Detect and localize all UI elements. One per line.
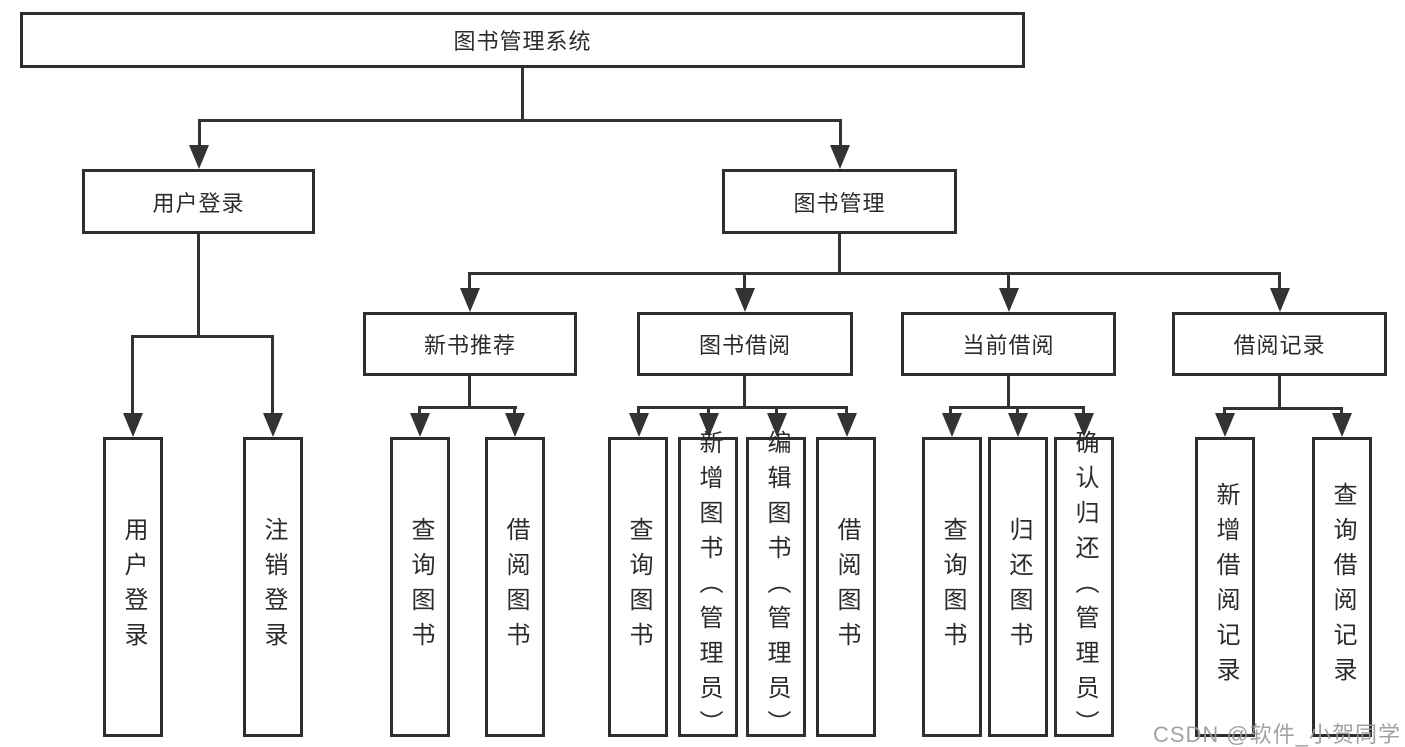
connector-line (131, 335, 274, 338)
connector-line (743, 272, 746, 290)
leaf-query-books-current: 查询图书 (922, 437, 982, 737)
connector-line (521, 68, 524, 119)
connector-line (513, 406, 516, 415)
leaf-edit-books-admin: 编辑图书（管理员） (746, 430, 806, 745)
leaf-query-borrow-record: 查询借阅记录 (1312, 437, 1372, 737)
node-user-login: 用户登录 (82, 169, 315, 234)
arrow-down-icon (189, 145, 209, 169)
connector-line (1082, 406, 1085, 415)
connector-line (271, 335, 274, 415)
leaf-label: 查询图书 (625, 517, 652, 657)
connector-line (198, 119, 842, 122)
leaf-borrow-books: 借阅图书 (816, 437, 876, 737)
connector-line (1007, 376, 1010, 406)
leaf-add-books-admin: 新增图书（管理员） (678, 430, 738, 745)
node-book-management: 图书管理 (722, 169, 957, 234)
connector-line (839, 119, 842, 147)
connector-line (1223, 407, 1226, 415)
arrow-down-icon (699, 413, 719, 437)
node-book-borrowing: 图书借阅 (637, 312, 853, 376)
connector-line (1278, 376, 1281, 407)
leaf-label: 查询图书 (939, 517, 966, 657)
connector-line (198, 119, 201, 147)
leaf-label: 归还图书 (1005, 517, 1032, 657)
connector-line (743, 376, 746, 406)
connector-line (845, 406, 848, 415)
node-label: 图书管理 (793, 190, 886, 216)
leaf-label: 借阅图书 (833, 517, 860, 657)
leaf-query-books-recommend: 查询图书 (390, 437, 450, 737)
arrow-down-icon (999, 288, 1019, 312)
leaf-label: 编辑图书（管理员） (763, 429, 790, 745)
arrow-down-icon (830, 145, 850, 169)
leaf-return-books: 归还图书 (988, 437, 1048, 737)
node-label: 图书借阅 (698, 333, 791, 358)
leaf-label: 新增图书（管理员） (695, 429, 722, 745)
leaf-label: 新增借阅记录 (1212, 482, 1239, 692)
connector-line (418, 406, 517, 409)
node-label: 图书管理系统 (453, 29, 592, 54)
arrow-down-icon (1074, 413, 1094, 437)
leaf-query-books-borrowing: 查询图书 (608, 437, 668, 737)
arrow-down-icon (1008, 413, 1028, 437)
arrow-down-icon (629, 413, 649, 437)
connector-line (1223, 407, 1343, 410)
connector-line (468, 272, 1281, 275)
leaf-label: 注销登录 (260, 517, 287, 657)
connector-line (197, 234, 200, 335)
node-new-book-recommendation: 新书推荐 (363, 312, 577, 376)
arrow-down-icon (460, 288, 480, 312)
leaf-label: 查询借阅记录 (1329, 482, 1356, 692)
connector-line (838, 234, 841, 272)
node-label: 用户登录 (152, 190, 245, 216)
leaf-label: 借阅图书 (502, 517, 529, 657)
arrow-down-icon (942, 413, 962, 437)
connector-line (949, 406, 952, 415)
connector-line (1016, 406, 1019, 415)
leaf-add-borrow-record: 新增借阅记录 (1195, 437, 1255, 737)
node-label: 新书推荐 (423, 333, 516, 358)
arrow-down-icon (263, 413, 283, 437)
connector-line (637, 406, 848, 409)
arrow-down-icon (1332, 413, 1352, 437)
leaf-borrow-books-recommend: 借阅图书 (485, 437, 545, 737)
connector-line (1340, 407, 1343, 415)
arrow-down-icon (505, 413, 525, 437)
node-library-system: 图书管理系统 (20, 12, 1025, 68)
arrow-down-icon (837, 413, 857, 437)
connector-line (775, 406, 778, 415)
arrow-down-icon (123, 413, 143, 437)
watermark: CSDN @软件_小贺同学 (1152, 722, 1401, 747)
connector-line (468, 376, 471, 406)
arrow-down-icon (1270, 288, 1290, 312)
connector-line (131, 335, 134, 415)
leaf-label: 查询图书 (407, 517, 434, 657)
leaf-label: 用户登录 (120, 517, 147, 657)
connector-line (707, 406, 710, 415)
connector-line (468, 272, 471, 290)
arrow-down-icon (767, 413, 787, 437)
node-label: 借阅记录 (1233, 333, 1326, 358)
arrow-down-icon (735, 288, 755, 312)
leaf-user-login: 用户登录 (103, 437, 163, 737)
leaf-label: 确认归还（管理员） (1071, 429, 1098, 745)
connector-line (418, 406, 421, 415)
leaf-logout: 注销登录 (243, 437, 303, 737)
arrow-down-icon (410, 413, 430, 437)
connector-line (637, 406, 640, 415)
connector-line (1278, 272, 1281, 290)
node-label: 当前借阅 (962, 333, 1055, 358)
node-borrowing-records: 借阅记录 (1172, 312, 1387, 376)
connector-line (1007, 272, 1010, 290)
arrow-down-icon (1215, 413, 1235, 437)
leaf-confirm-return-admin: 确认归还（管理员） (1054, 430, 1114, 745)
node-current-borrowing: 当前借阅 (901, 312, 1116, 376)
